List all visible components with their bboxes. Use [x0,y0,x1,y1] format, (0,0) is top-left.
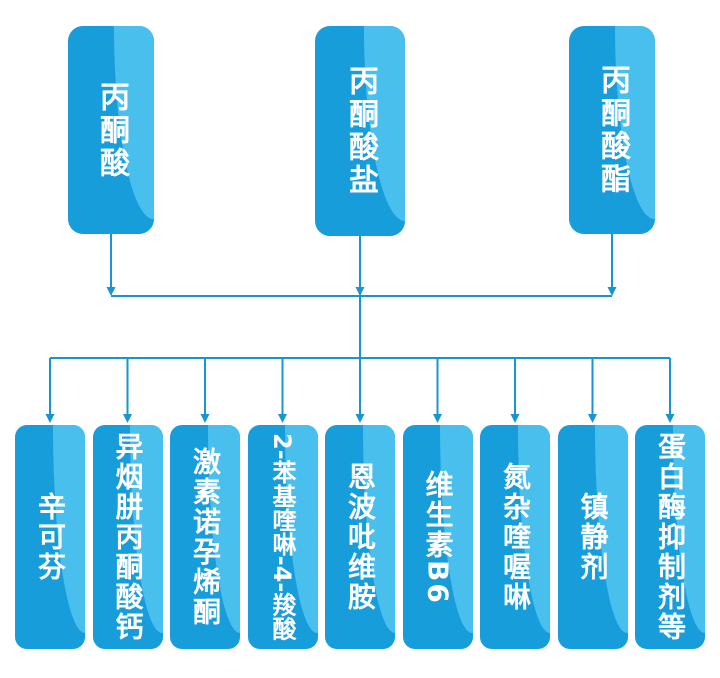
arrowhead-icon [278,414,287,423]
node-pyruvic-acid: 丙酮酸 [68,26,154,234]
arrowhead-icon [355,414,365,423]
arrowhead-icon [106,287,116,296]
node-pyruvate-salt: 丙酮酸盐 [315,26,405,236]
node-sedative: 镇静剂 [557,425,628,649]
node-2-phenylquinoline-4-carboxylic-acid: 2-苯基喹啉-4-羧酸 [247,425,318,649]
node-pyruvate-ester: 丙酮酸酯 [569,26,655,234]
node-label: 镇静剂 [576,492,610,582]
node-label: 恩波吡维胺 [344,462,377,612]
node-label: 氮杂喹喔啉 [499,462,532,612]
arrowhead-icon [45,414,55,423]
arrowhead-icon [433,414,442,423]
node-label: 维生素B6 [421,469,455,605]
node-label: 激素诺孕烯酮 [189,447,222,627]
node-azaquinoxaline: 氮杂喹喔啉 [480,425,550,649]
node-cinchophen: 辛可芬 [15,425,85,649]
node-hormone-norgestrienone: 激素诺孕烯酮 [170,425,240,649]
arrowhead-icon [510,414,520,423]
arrowhead-icon [200,414,210,423]
arrowheads [45,287,675,423]
node-label: 丙酮酸盐 [343,65,378,197]
node-vitamin-b6: 维生素B6 [402,425,473,649]
node-protease-inhibitors: 蛋白酶抑制剂等 [635,425,705,649]
arrowhead-icon [607,287,617,296]
node-label: 丙酮酸 [94,80,129,180]
node-label: 2-苯基喹啉-4-羧酸 [268,433,296,641]
node-label: 丙酮酸酯 [595,64,630,196]
arrowhead-icon [588,414,597,423]
node-label: 辛可芬 [34,492,67,582]
arrowhead-icon [665,414,675,423]
node-label: 异烟肼丙酮酸钙 [111,432,145,642]
node-pyrvinium-embonate: 恩波吡维胺 [325,425,395,649]
arrowhead-icon [355,287,365,296]
arrowhead-icon [123,414,132,423]
node-label: 蛋白酶抑制剂等 [654,432,687,642]
node-isoniazid-calcium-pyruvate: 异烟肼丙酮酸钙 [92,425,163,649]
